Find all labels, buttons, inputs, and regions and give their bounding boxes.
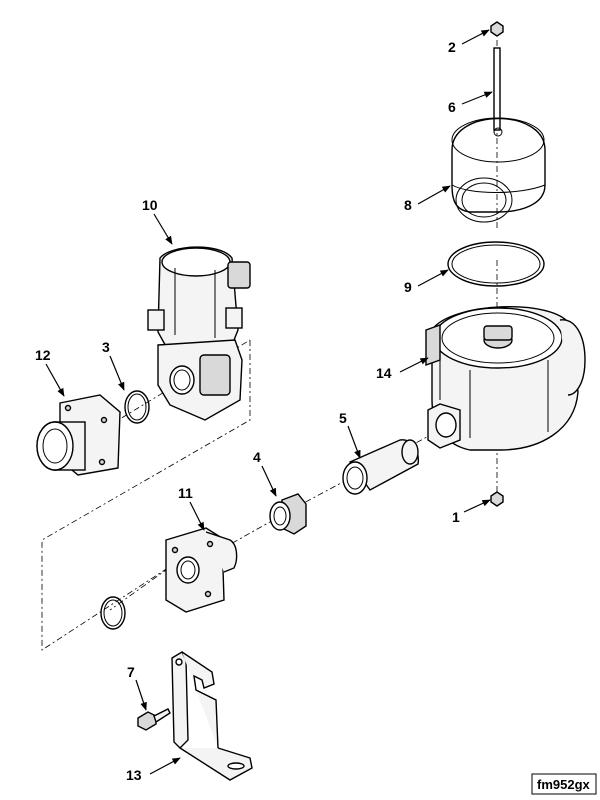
leader-arrows — [45, 29, 493, 775]
part-o-ring-small-lower — [100, 596, 126, 630]
part-bushing — [269, 493, 307, 535]
part-flange-fitting-left — [36, 394, 121, 476]
callout-1: 1 — [452, 509, 460, 525]
callout-12: 12 — [35, 347, 51, 363]
callout-labels: 1 2 3 4 5 6 7 8 9 10 11 12 13 14 — [35, 39, 460, 783]
part-actuator-body — [147, 246, 251, 421]
callout-14: 14 — [376, 365, 392, 381]
figure-reference: fm952gx — [537, 777, 591, 792]
callout-2: 2 — [448, 39, 456, 55]
callout-11: 11 — [178, 485, 193, 501]
callout-7: 7 — [127, 664, 135, 680]
callout-6: 6 — [448, 99, 456, 115]
part-dome-cover — [451, 117, 546, 223]
part-pipe-nipple — [342, 439, 419, 495]
callout-3: 3 — [102, 339, 110, 355]
part-o-ring-large — [447, 241, 545, 287]
part-o-ring-small-upper — [124, 390, 150, 424]
part-nut-top — [490, 21, 504, 37]
callout-9: 9 — [404, 279, 412, 295]
part-nut-lower — [490, 491, 504, 507]
part-mounting-bracket — [171, 651, 253, 781]
figure-reference-box: fm952gx — [531, 773, 597, 795]
part-rod — [493, 47, 501, 131]
callout-13: 13 — [126, 767, 142, 783]
part-flange-fitting-center — [165, 527, 238, 613]
callout-8: 8 — [404, 197, 412, 213]
part-pump-housing — [425, 306, 586, 451]
part-bolt — [137, 708, 171, 731]
callout-10: 10 — [142, 197, 158, 213]
callout-5: 5 — [339, 410, 347, 426]
callout-4: 4 — [253, 449, 261, 465]
